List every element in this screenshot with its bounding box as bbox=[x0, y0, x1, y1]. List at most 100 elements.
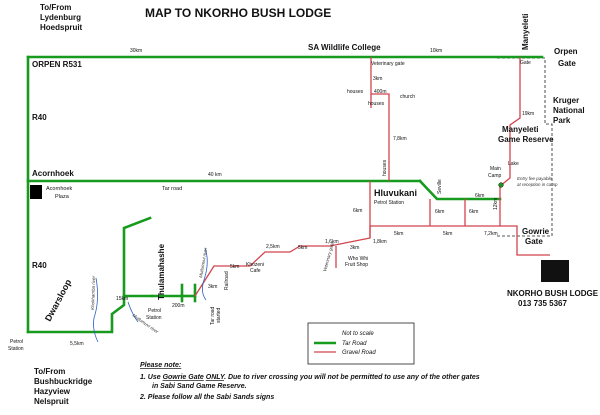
dist-12km: 12km bbox=[493, 198, 499, 210]
mutlumuvi-river-line-1 bbox=[127, 301, 139, 323]
khozeni-label-1: Khozeni bbox=[246, 262, 264, 268]
khokhamba-river-label: Khokhamba river bbox=[90, 275, 96, 310]
dist-3km-b: 3km bbox=[350, 245, 359, 251]
dist-3km: 3km bbox=[373, 76, 382, 82]
veterinary-gate-label: Veterinary gate bbox=[371, 61, 405, 67]
dist-2-5km: 2,5km bbox=[266, 244, 280, 250]
notes-line1-post: . Due to river crossing you will not be … bbox=[224, 374, 480, 381]
petrol-station-3-label: Station bbox=[8, 346, 24, 352]
legend-not-to-scale: Not to scale bbox=[342, 331, 374, 337]
entry-fee-label-2: at reception in camp bbox=[517, 182, 558, 187]
dist-200m: 200m bbox=[172, 303, 185, 309]
nkorho-logo-mark: NKORHO bbox=[546, 269, 564, 274]
petrol-station-5-label: Station bbox=[146, 315, 162, 321]
dist-1-8km: 1,8km bbox=[373, 239, 387, 245]
railroad-label: Railroad bbox=[224, 271, 230, 290]
orpen-gate-label-2: Gate bbox=[558, 59, 576, 68]
legend: Not to scale Tar Road Gravel Road bbox=[307, 322, 415, 365]
rivers bbox=[93, 247, 208, 343]
hluvukani-petrol-station: Petrol Station bbox=[374, 200, 404, 206]
tar-road-label: Tar road bbox=[162, 186, 182, 192]
kruger-boundary bbox=[497, 57, 553, 237]
hluvukani-label: Hluvukani bbox=[374, 188, 417, 198]
manyeleti-reserve-label-1: Manyeleti bbox=[502, 125, 538, 134]
notes-line2: 2. Please follow all the Sabi Sands sign… bbox=[139, 394, 274, 401]
hoedspruit-label: Hoedspruit bbox=[40, 23, 83, 32]
dist-10km: 10km bbox=[430, 48, 442, 54]
houses-label-3: houses bbox=[382, 159, 388, 176]
nkorho-phone-label: 013 735 5367 bbox=[518, 299, 567, 308]
gowrie-gate-label-1: Gowrie bbox=[522, 227, 550, 236]
kruger-label-3: Park bbox=[553, 116, 571, 125]
acornhoek-label: Acornhoek bbox=[32, 169, 74, 178]
dist-6km-a: 6km bbox=[353, 208, 362, 214]
acornhoek-plaza-label-2: Plaza bbox=[55, 194, 70, 200]
main-camp-marker bbox=[498, 182, 504, 188]
main-camp-label-2: Camp bbox=[488, 173, 502, 179]
map-title: MAP TO NKORHO BUSH LODGE bbox=[145, 6, 331, 20]
sa-wildlife-college-label: SA Wildlife College bbox=[308, 43, 381, 52]
dist-40km: 40 km bbox=[208, 172, 222, 178]
lydenburg-label: Lydenburg bbox=[40, 13, 81, 22]
notes-line1-only: ONLY bbox=[206, 374, 226, 381]
notes-line1-pre: 1. Use bbox=[140, 374, 163, 381]
who-whi-label-2: Fruit Shop bbox=[345, 262, 368, 268]
notes: Please note: 1. Use Gowrie Gate ONLY. Du… bbox=[139, 362, 480, 401]
orpen-r531-label: ORPEN R531 bbox=[32, 60, 82, 69]
dist-7-2km: 7,2km bbox=[484, 231, 498, 237]
acornhoek-plaza-label-1: Acornhoek bbox=[46, 186, 73, 192]
legend-tar-road: Tar Road bbox=[342, 341, 367, 347]
dist-5-5km: 5,5km bbox=[70, 341, 84, 347]
bushbuckridge-label: Bushbuckridge bbox=[34, 377, 93, 386]
acornhoek-plaza-marker bbox=[30, 185, 42, 199]
kruger-label-2: National bbox=[553, 106, 585, 115]
petrol-station-2-label: Petrol bbox=[10, 339, 23, 345]
lake-label: Lake bbox=[508, 161, 519, 167]
to-from-bottom: To/From bbox=[34, 367, 65, 376]
dist-30km: 30km bbox=[130, 48, 142, 54]
khokhamba-river-line bbox=[93, 277, 99, 343]
nelspruit-label: Nelspruit bbox=[34, 397, 69, 406]
hluvukani-road bbox=[418, 179, 502, 201]
church-label: church bbox=[400, 94, 415, 100]
main-camp-label-1: Main bbox=[490, 166, 501, 172]
dist-6km-b: 6km bbox=[435, 209, 444, 215]
dwarsloop-road bbox=[26, 216, 152, 334]
houses-label-2: houses bbox=[368, 101, 385, 107]
dist-7-8km: 7,8km bbox=[393, 136, 407, 142]
dist-5km-c: 5km bbox=[298, 245, 307, 251]
veterinary-road bbox=[370, 57, 390, 181]
notes-heading: Please note: bbox=[140, 362, 181, 369]
seville-label: Seville bbox=[437, 179, 443, 194]
who-whi-label-1: Who Whi bbox=[348, 256, 368, 262]
orpen-gate-label-1: Orpen bbox=[554, 47, 578, 56]
thulamahashe-label: Thulamahashe bbox=[157, 243, 166, 300]
nkorho-lodge-label: NKORHO BUSH LODGE bbox=[507, 289, 599, 298]
notes-line1: 1. Use Gowrie Gate ONLY. Due to river cr… bbox=[140, 374, 480, 381]
dist-5km-d: 5km bbox=[230, 264, 239, 270]
gowrie-road bbox=[499, 186, 550, 256]
houses-label-1: houses bbox=[347, 89, 364, 95]
nkorho-logo bbox=[541, 260, 569, 282]
khozeni-label-2: Cafe bbox=[250, 268, 261, 274]
mutlumuvi-river-line-2 bbox=[202, 247, 208, 301]
to-from-top: To/From bbox=[40, 3, 71, 12]
gate-small-label: Gate bbox=[520, 60, 531, 66]
dist-15km: 15km bbox=[116, 296, 128, 302]
entry-fee-label-1: Entry fee payable bbox=[517, 176, 553, 181]
notes-line1-cont: in Sabi Sand Game Reserve. bbox=[152, 383, 247, 390]
gowrie-gate-label-2: Gate bbox=[525, 237, 543, 246]
dist-400m: 400m bbox=[374, 89, 387, 95]
manyeleti-road bbox=[499, 92, 521, 187]
gravel-roads bbox=[194, 57, 550, 297]
r40-label-top: R40 bbox=[32, 113, 47, 122]
hazyview-label: Hazyview bbox=[34, 387, 71, 396]
petrol-station-4-label: Petrol bbox=[148, 308, 161, 314]
dist-5km-a: 5km bbox=[394, 231, 403, 237]
dist-5km-b: 5km bbox=[443, 231, 452, 237]
notes-line1-gate: Gowrie Gate bbox=[163, 374, 204, 381]
dist-1-6km: 1,6km bbox=[325, 239, 339, 245]
manyeleti-reserve-label-2: Game Reserve bbox=[498, 135, 554, 144]
tar-roads bbox=[26, 55, 544, 334]
